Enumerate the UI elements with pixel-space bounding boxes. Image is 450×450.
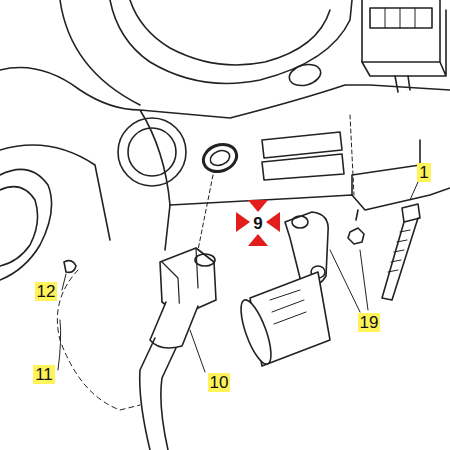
clamp-ridges [270, 290, 306, 324]
cluster-edge [60, 0, 140, 105]
callout-number: 9 [251, 214, 264, 233]
clamp-cylinder [235, 297, 277, 368]
cable-route [57, 270, 140, 410]
leader-line [198, 175, 213, 250]
gauge-ring [128, 128, 176, 176]
sensor-cable [140, 338, 176, 450]
bolt-thread [388, 230, 410, 272]
highlight-arrows [236, 200, 280, 246]
callout-number: 10 [208, 373, 231, 392]
washer-hole [208, 148, 232, 168]
bracket-hole [292, 216, 308, 228]
gauge-rim [0, 187, 38, 266]
dash-housing [352, 140, 420, 195]
display-segments [385, 8, 415, 28]
display-unit [362, 0, 440, 62]
leader-line [350, 115, 354, 195]
callout-number: 19 [358, 313, 381, 332]
nut [348, 228, 364, 244]
leader-line [330, 250, 360, 312]
washer [356, 210, 358, 220]
cluster-arc [110, 0, 352, 83]
sensor-tip [195, 254, 215, 266]
leader-line [58, 320, 61, 370]
leader-line [410, 182, 418, 200]
sensor-body [150, 302, 198, 348]
leader-line [190, 330, 205, 372]
gauge-ring [118, 118, 186, 186]
oval-hole [287, 61, 323, 89]
callout-number: 1 [417, 163, 430, 182]
bolt-shank [382, 218, 418, 300]
gauge-housing [0, 145, 110, 240]
callout-number: 12 [35, 282, 58, 301]
leader-line [360, 250, 368, 310]
washer [200, 140, 241, 176]
callout-number: 11 [33, 365, 55, 384]
clip [64, 261, 76, 273]
housing-edge [165, 205, 170, 250]
slot [262, 132, 342, 158]
display-pins [395, 76, 410, 92]
leader-line [62, 274, 66, 290]
cluster-arc [130, 0, 330, 65]
slot [262, 154, 344, 180]
display-window [370, 8, 432, 28]
gauge-rim [0, 169, 52, 280]
display-unit [362, 10, 446, 76]
dash-housing [0, 68, 450, 211]
